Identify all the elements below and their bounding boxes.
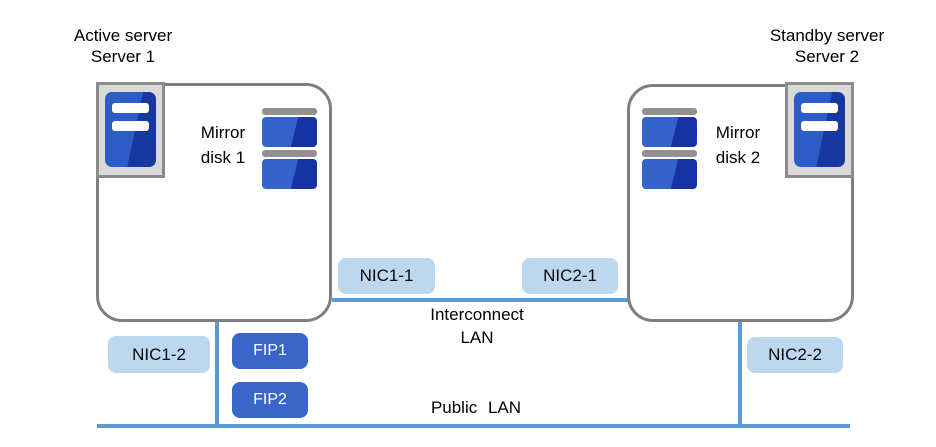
mirror-disk2-icon bbox=[642, 108, 697, 192]
server-icon-bay bbox=[112, 103, 149, 113]
interconnect-lan-label-line2: LAN bbox=[460, 328, 494, 347]
mirror-disk1-label: Mirror disk 1 bbox=[183, 120, 263, 170]
fip1-label: FIP1 bbox=[253, 342, 287, 359]
mirror-disk1-label-line1: Mirror bbox=[200, 123, 246, 142]
disk-cap-icon bbox=[642, 108, 697, 115]
server2-title: Standby server Server 2 bbox=[742, 25, 912, 67]
server2-public-link-line bbox=[738, 320, 742, 426]
nic2-2-badge: NIC2-2 bbox=[747, 337, 843, 373]
nic1-2-label: NIC1-2 bbox=[132, 344, 186, 364]
server1-public-link-line bbox=[215, 320, 219, 426]
server2-role-label: Standby server bbox=[769, 26, 885, 45]
mirror-disk1-icon bbox=[262, 108, 317, 192]
mirror-disk2-label-line1: Mirror bbox=[715, 123, 761, 142]
public-lan-label: Public LAN bbox=[430, 398, 522, 417]
mirror-disk2-label-line2: disk 2 bbox=[715, 148, 761, 167]
server-icon-bay bbox=[801, 103, 838, 113]
server1-name-label: Server 1 bbox=[90, 47, 156, 66]
disk-body-icon bbox=[262, 117, 317, 147]
nic1-1-badge: NIC1-1 bbox=[338, 258, 435, 294]
mirror-disk2-label: Mirror disk 2 bbox=[698, 120, 778, 170]
interconnect-lan-line bbox=[332, 298, 628, 302]
disk-cap-icon bbox=[262, 108, 317, 115]
disk-body-icon bbox=[642, 159, 697, 189]
server1-role-label: Active server bbox=[73, 26, 173, 45]
server-icon-body bbox=[794, 92, 845, 167]
mirror-disk1-label-line2: disk 1 bbox=[200, 148, 246, 167]
server-icon-body bbox=[105, 92, 156, 167]
disk-body-icon bbox=[262, 159, 317, 189]
server2-icon bbox=[785, 82, 854, 178]
server1-icon bbox=[96, 82, 165, 178]
interconnect-lan-label-line1: Interconnect bbox=[430, 305, 524, 324]
nic1-2-badge: NIC1-2 bbox=[108, 336, 210, 373]
nic1-1-label: NIC1-1 bbox=[359, 266, 414, 285]
disk-cap-icon bbox=[642, 150, 697, 157]
fip2-badge: FIP2 bbox=[232, 382, 308, 418]
fip1-badge: FIP1 bbox=[232, 333, 308, 369]
server1-title: Active server Server 1 bbox=[38, 25, 208, 67]
interconnect-lan-label: Interconnect LAN bbox=[396, 303, 558, 349]
server2-name-label: Server 2 bbox=[794, 47, 860, 66]
nic2-2-label: NIC2-2 bbox=[768, 345, 822, 364]
server-icon-bay bbox=[801, 121, 838, 131]
disk-body-icon bbox=[642, 117, 697, 147]
nic2-1-label: NIC2-1 bbox=[543, 266, 597, 285]
fip2-label: FIP2 bbox=[253, 391, 287, 408]
public-lan-line bbox=[97, 424, 850, 428]
disk-cap-icon bbox=[262, 150, 317, 157]
server-icon-bay bbox=[112, 121, 149, 131]
nic2-1-badge: NIC2-1 bbox=[522, 258, 618, 294]
